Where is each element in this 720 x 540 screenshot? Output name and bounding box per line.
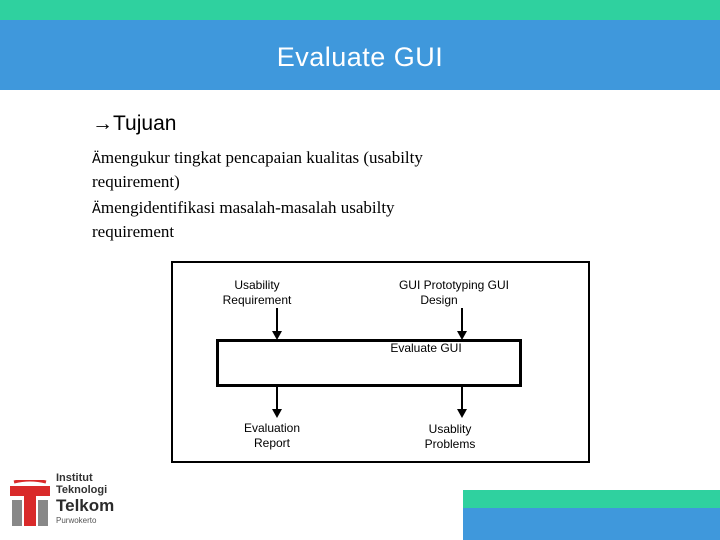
sub-bullet-glyph-icon: Ä bbox=[92, 202, 101, 217]
logo-text-line4: Purwokerto bbox=[56, 516, 97, 525]
title-bar bbox=[0, 20, 720, 90]
sub-bullet-text-continued: requirement bbox=[92, 222, 175, 241]
sub-bullet-glyph-icon: Ä bbox=[92, 152, 101, 167]
arrow-right-icon: → bbox=[92, 112, 113, 135]
sub-bullet: Ämengukur tingkat pencapaian kualitas (u… bbox=[92, 147, 423, 193]
slide-title: Evaluate GUI bbox=[276, 42, 444, 72]
diagram-input-left: Usability Requirement bbox=[213, 278, 301, 308]
evaluate-gui-box bbox=[216, 339, 522, 387]
sub-bullet: Ämengidentifikasi masalah-masalah usabil… bbox=[92, 197, 395, 243]
diagram-output-right-line1: Usablity bbox=[428, 422, 472, 436]
bottom-accent-blue bbox=[463, 508, 720, 540]
sub-bullet-text-continued: requirement) bbox=[92, 172, 180, 191]
sub-bullet-text: mengukur tingkat pencapaian kualitas (us… bbox=[100, 148, 423, 167]
arrow-down-icon bbox=[272, 331, 282, 340]
main-bullet: →Tujuan bbox=[92, 112, 176, 136]
arrow-down-icon bbox=[457, 409, 467, 418]
diagram-output-left: Evaluation Report bbox=[230, 421, 314, 451]
logo-wordmark: Institut Teknologi Telkom Purwokerto bbox=[56, 472, 114, 526]
main-bullet-text: Tujuan bbox=[113, 112, 177, 135]
institution-logo: Institut Teknologi Telkom Purwokerto bbox=[8, 468, 148, 536]
logo-text-line3: Telkom bbox=[56, 496, 115, 515]
sub-bullet-text: mengidentifikasi masalah-masalah usabilt… bbox=[100, 198, 395, 217]
logo-text-line2: Teknologi bbox=[56, 484, 108, 496]
diagram-input-left-line1: Usability bbox=[234, 278, 280, 292]
arrow-line bbox=[276, 387, 278, 409]
diagram-output-right: Usablity Problems bbox=[412, 422, 488, 452]
top-accent-stripe bbox=[0, 0, 720, 20]
bottom-accent-green bbox=[463, 490, 720, 508]
logo-text-line1: Institut bbox=[56, 472, 93, 484]
arrow-line bbox=[461, 308, 463, 331]
diagram-frame bbox=[171, 261, 590, 463]
diagram-input-right: GUI Prototyping GUI Design bbox=[388, 278, 520, 308]
arrow-line bbox=[276, 308, 278, 331]
arrow-down-icon bbox=[272, 409, 282, 418]
diagram-input-right-line1: GUI Prototyping GUI bbox=[398, 278, 510, 292]
diagram-output-left-line2: Report bbox=[253, 436, 291, 450]
diagram-output-right-line2: Problems bbox=[424, 437, 476, 451]
arrow-down-icon bbox=[457, 331, 467, 340]
evaluate-gui-label: Evaluate GUI bbox=[390, 341, 462, 355]
diagram-input-left-line2: Requirement bbox=[222, 293, 292, 307]
diagram-output-left-line1: Evaluation bbox=[243, 421, 301, 435]
arrow-line bbox=[461, 387, 463, 409]
diagram-input-right-line2: Design bbox=[420, 293, 458, 307]
telkom-logo-icon bbox=[10, 480, 50, 526]
